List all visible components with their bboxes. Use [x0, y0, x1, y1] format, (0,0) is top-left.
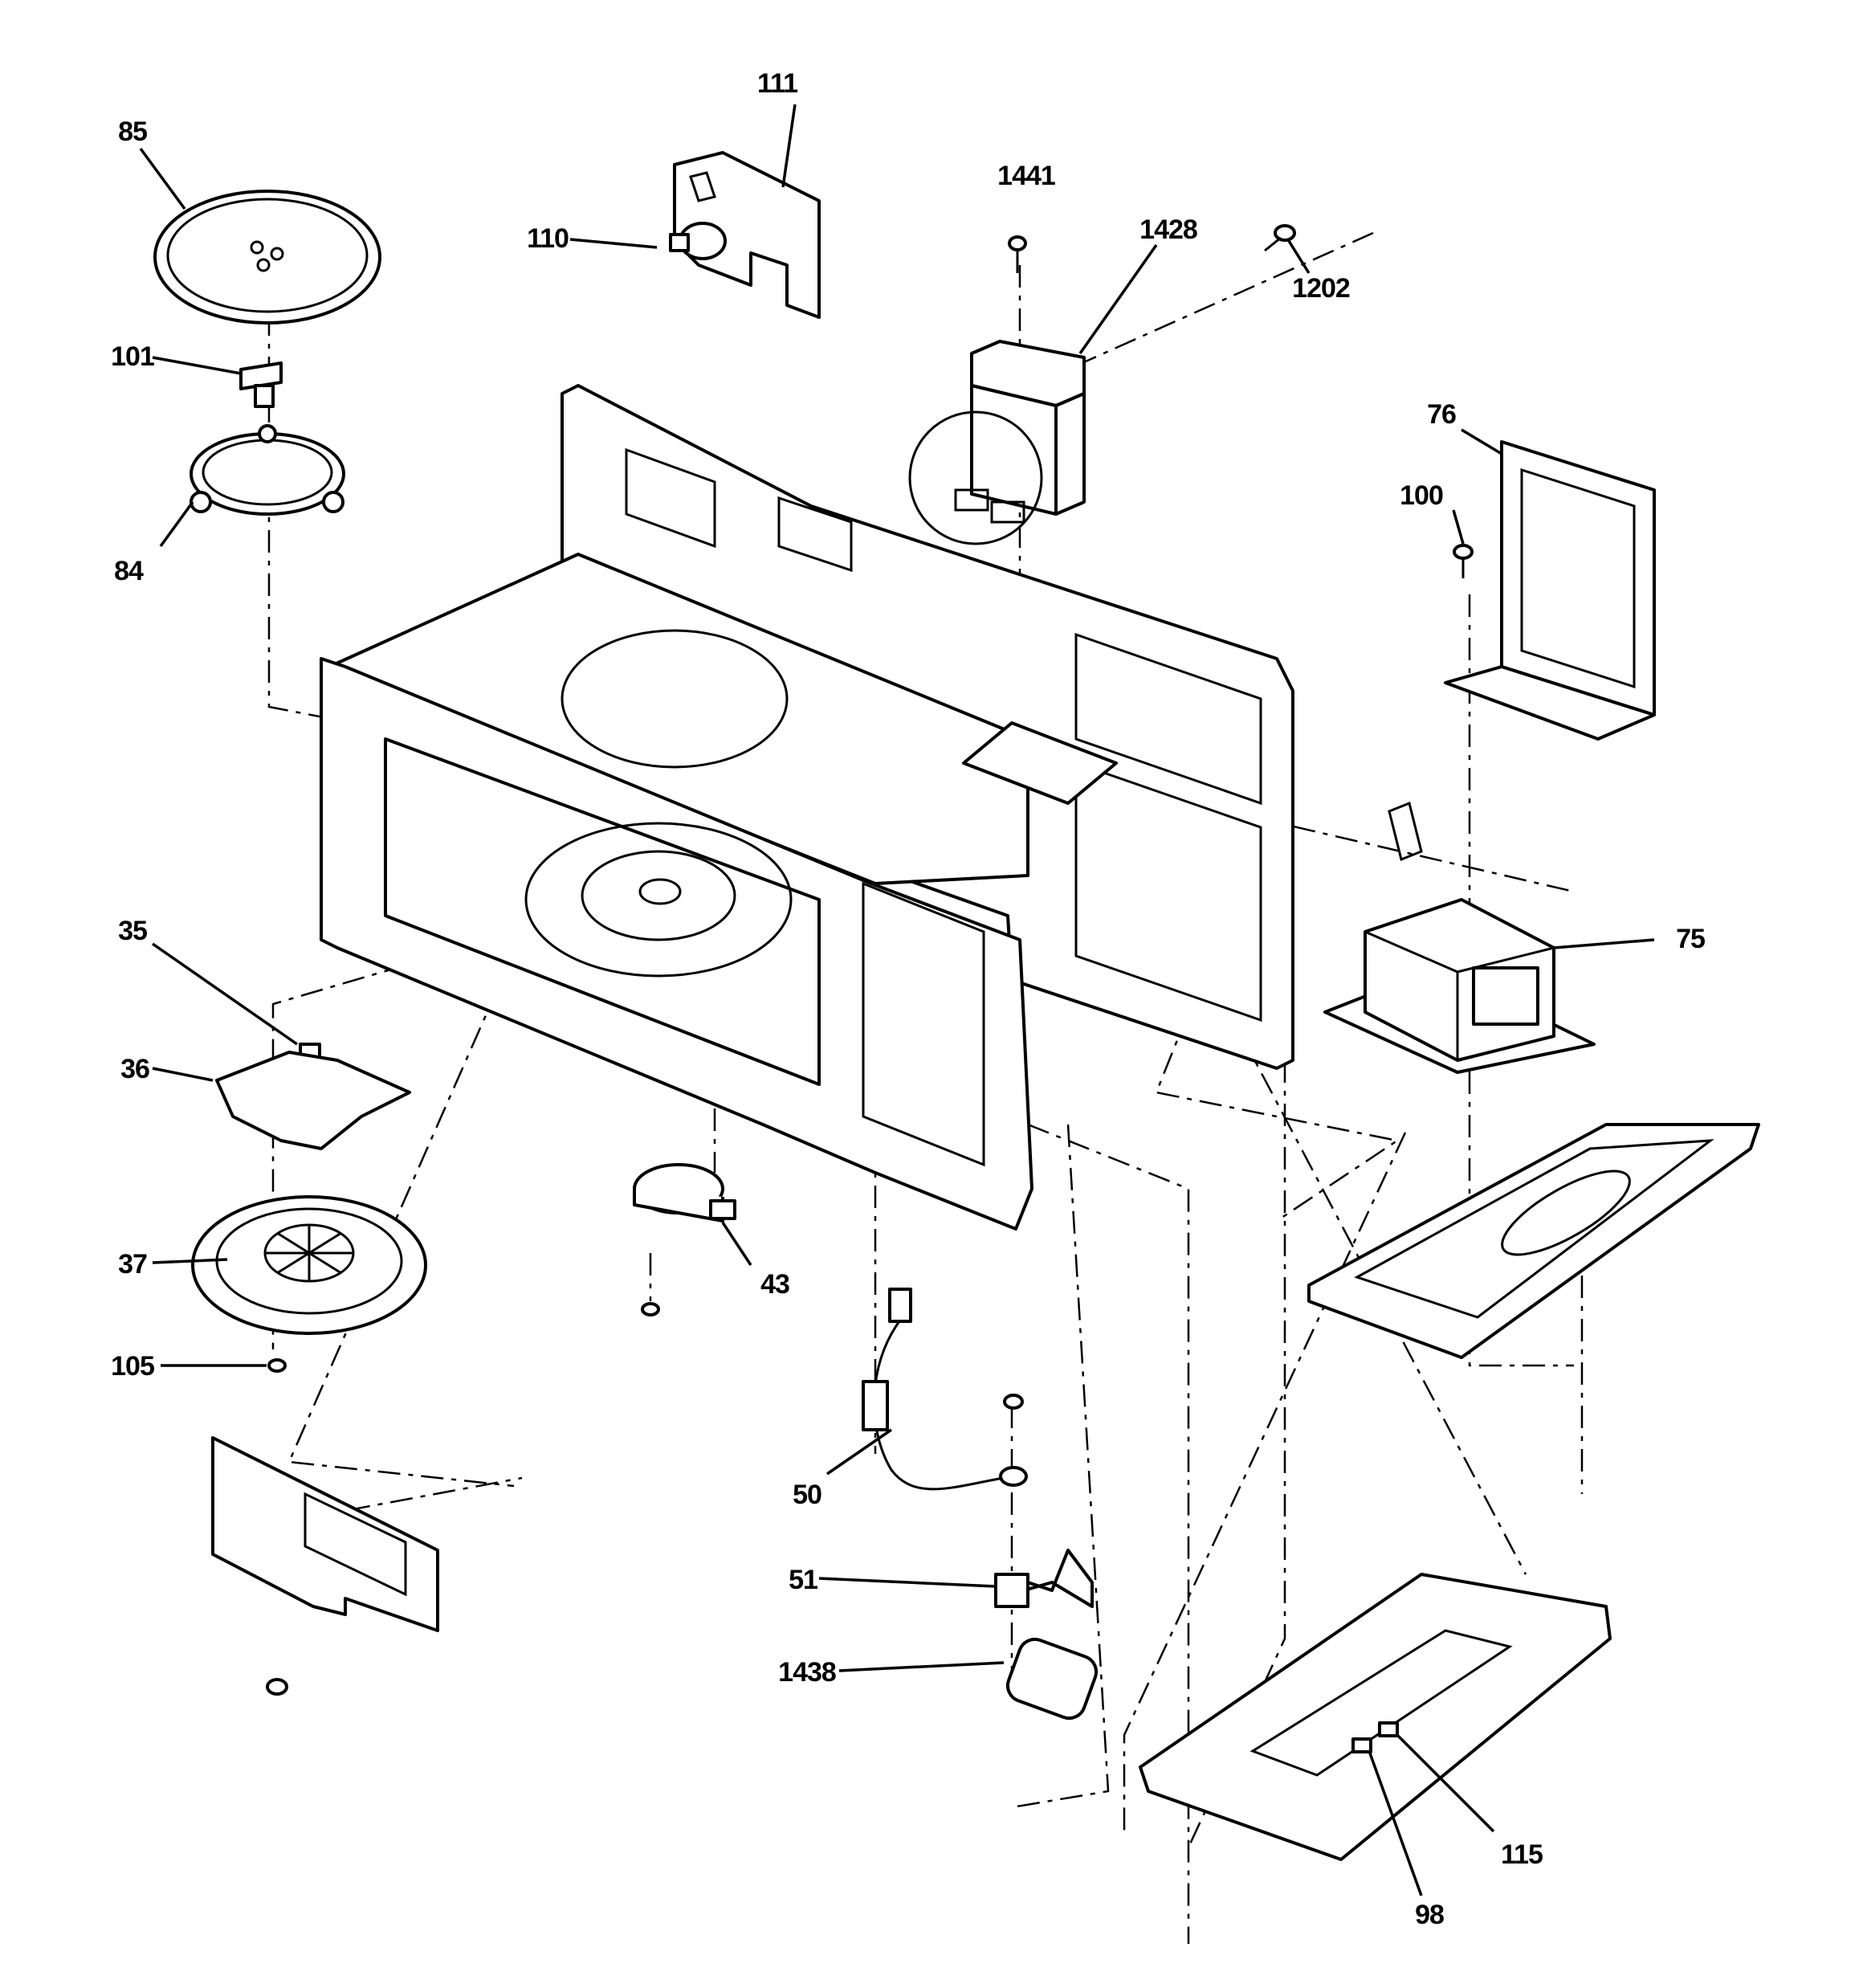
callout-37: 37: [118, 1249, 147, 1280]
screw-rear-panel: [266, 1678, 288, 1696]
callout-105: 105: [111, 1351, 154, 1382]
callout-leaders: [139, 104, 1655, 1896]
callout-100: 100: [1400, 480, 1443, 511]
callout-101: 101: [111, 341, 154, 372]
shield-plate: [1444, 440, 1656, 741]
lamp-bracket: [994, 1549, 1094, 1608]
callout-111: 111: [757, 68, 797, 99]
turntable-coupler: [239, 361, 283, 408]
wire-harness: [862, 1288, 1028, 1491]
screw-100: [1453, 544, 1474, 578]
turntable-motor: [633, 1163, 736, 1223]
transformer: [1323, 801, 1596, 1074]
screw-1441: [1008, 235, 1027, 273]
callout-50: 50: [793, 1480, 821, 1510]
rear-grille-panel: [211, 1436, 439, 1632]
roller-ring: [190, 424, 345, 516]
callout-51: 51: [789, 1565, 817, 1595]
oven-cavity-chassis: [320, 384, 1294, 1231]
switch-98: [1351, 1737, 1372, 1753]
stirrer-blade: [215, 1051, 411, 1150]
screw-50: [1003, 1394, 1024, 1410]
callout-76: 76: [1427, 399, 1456, 430]
callout-1438: 1438: [778, 1657, 836, 1688]
callout-75: 75: [1676, 924, 1705, 954]
callout-85: 85: [118, 116, 147, 147]
callout-1441: 1441: [997, 161, 1055, 191]
callout-43: 43: [760, 1269, 789, 1300]
magnetron: [954, 340, 1086, 524]
callout-35: 35: [118, 916, 147, 946]
glass-turntable-tray: [153, 190, 381, 325]
switch-115: [1378, 1721, 1399, 1737]
callout-1428: 1428: [1139, 214, 1197, 245]
thermostat-110: [669, 222, 727, 260]
callout-98: 98: [1415, 1900, 1444, 1930]
callout-labels: 111 85 1441 1428 110 1202 101 76 100 84 …: [111, 68, 1706, 1930]
base-plate: [1307, 1123, 1760, 1359]
callout-36: 36: [120, 1054, 149, 1084]
screw-1202: [1264, 224, 1296, 252]
stirrer-fan: [191, 1195, 427, 1335]
screw-43: [641, 1302, 660, 1316]
callout-84: 84: [114, 556, 144, 586]
callout-1202: 1202: [1292, 273, 1350, 304]
lamp-socket: [1005, 1637, 1099, 1721]
callout-110: 110: [527, 223, 569, 254]
bottom-plate: [1139, 1573, 1612, 1861]
screw-105: [267, 1358, 287, 1373]
callout-115: 115: [1501, 1839, 1543, 1870]
detail-circle: [908, 410, 1043, 545]
